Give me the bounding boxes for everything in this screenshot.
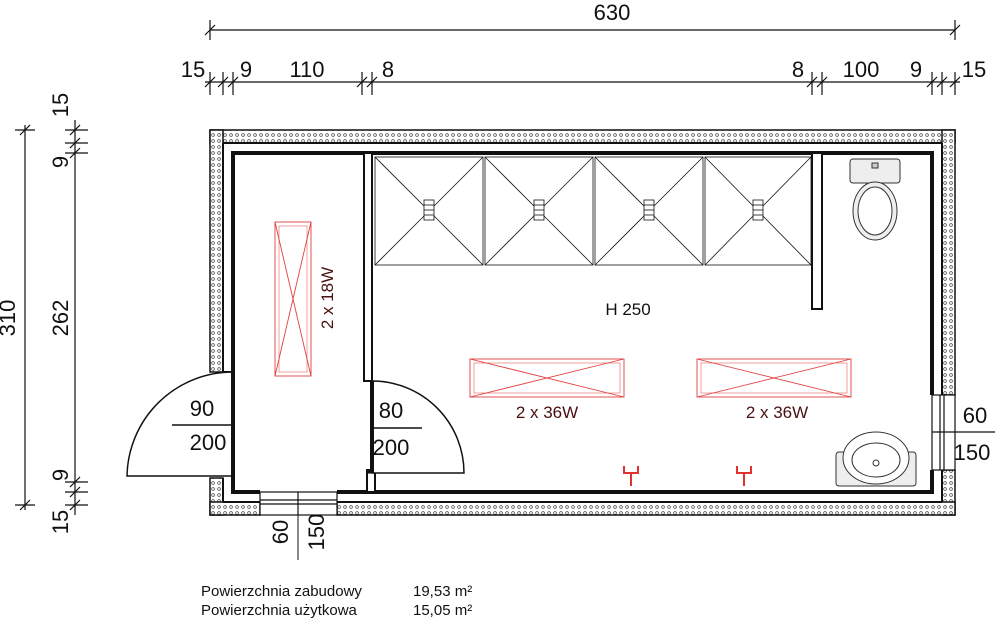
- area-value: 19,53 m²: [413, 583, 473, 600]
- door-left: [126, 371, 235, 478]
- lamp-horizontal-right-label: 2 x 36W: [746, 403, 808, 422]
- dim-top-part: 15: [962, 57, 986, 82]
- dim-left-part: 262: [48, 300, 73, 337]
- bottom-window: [259, 491, 338, 516]
- dim-top-part: 110: [289, 57, 324, 82]
- dim-left-part: 9: [48, 156, 73, 168]
- shower-trays: [374, 156, 812, 266]
- top-dimension: [204, 20, 961, 95]
- room-height-label: H 250: [605, 300, 650, 319]
- dim-top-total: 630: [594, 0, 631, 25]
- inner-wall-lines: [222, 142, 943, 503]
- dim-top-part: 8: [792, 57, 804, 82]
- dim-left-total: 310: [0, 300, 20, 337]
- left-dimension: [15, 120, 88, 515]
- dim-right-window-width: 60: [963, 403, 987, 428]
- lamp-horizontal-left-label: 2 x 36W: [516, 403, 578, 422]
- lamp-horizontal-left: [469, 358, 625, 398]
- area-label: Powierzchnia użytkowa: [201, 602, 357, 619]
- lamp-horizontal-right: [696, 358, 852, 398]
- toilet-icon: [849, 158, 901, 241]
- dim-left-part: 15: [48, 93, 73, 117]
- door-left-height: 200: [190, 430, 227, 455]
- socket-icon: [736, 466, 752, 486]
- dim-top-part: 9: [910, 57, 922, 82]
- door-left-width: 90: [190, 396, 214, 421]
- area-value: 15,05 m²: [413, 602, 473, 619]
- area-label: Powierzchnia zabudowy: [201, 583, 362, 600]
- lamp-vertical: [274, 221, 312, 377]
- dim-bottom-window-height: 150: [304, 514, 329, 551]
- dim-right-window-height: 150: [954, 440, 991, 465]
- door-inner-height: 200: [373, 435, 410, 460]
- partition-walls: [363, 152, 823, 493]
- socket-icon: [623, 466, 639, 486]
- dim-bottom-window-width: 60: [268, 520, 293, 544]
- lamp-vertical-label: 2 x 18W: [318, 267, 337, 329]
- dim-top-part: 15: [181, 57, 205, 82]
- shower-drains: [423, 199, 764, 221]
- dim-left-part: 9: [48, 469, 73, 481]
- dim-top-part: 8: [382, 57, 394, 82]
- dim-top-part: 9: [240, 57, 252, 82]
- dim-top-part: 100: [843, 57, 880, 82]
- sink-icon: [835, 431, 917, 487]
- door-inner: [370, 380, 465, 474]
- right-window: [931, 394, 995, 471]
- door-inner-width: 80: [379, 398, 403, 423]
- dim-left-part: 15: [48, 510, 73, 534]
